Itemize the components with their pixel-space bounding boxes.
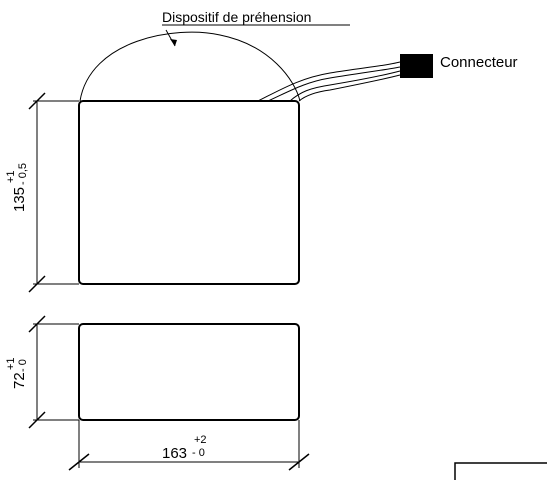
cable-outline-1 <box>257 61 401 102</box>
cable-outline-3 <box>289 70 401 102</box>
dim-height-bottom-upper: +1 <box>5 357 17 370</box>
upper-block <box>78 100 300 285</box>
dim-height-top-base: 135 <box>11 187 28 212</box>
handle-leader-arrow <box>170 39 177 46</box>
gripping-device-label: Dispositif de préhension <box>162 9 311 25</box>
dim-width-upper: +2 <box>194 434 207 446</box>
dim-height-bottom: 72 +1 - 0 <box>5 357 29 389</box>
connector-block <box>400 54 433 78</box>
tick-width-right <box>288 453 310 471</box>
dim-height-top-upper: +1 <box>5 170 17 183</box>
cable-outline-2 <box>267 66 401 102</box>
dim-height-top: 135 +1 - 0,5 <box>5 163 29 212</box>
cable-outline-4 <box>298 74 401 102</box>
connector-label: Connecteur <box>440 54 518 71</box>
title-block-frame <box>454 462 547 480</box>
gripping-handle <box>79 31 301 102</box>
dim-width-base: 163 <box>162 445 187 462</box>
tick-width-left <box>68 453 90 471</box>
dim-height-top-lower: - 0,5 <box>17 163 29 185</box>
lower-block <box>78 323 300 421</box>
dim-height-bottom-base: 72 <box>11 372 28 389</box>
tick-top-upper <box>28 92 46 110</box>
tick-top-lower <box>28 275 46 293</box>
dim-width-lower: - 0 <box>192 447 205 459</box>
tick-bottom-lower <box>28 411 46 429</box>
dim-height-bottom-lower: - 0 <box>17 359 29 372</box>
tick-bottom-upper <box>28 315 46 333</box>
